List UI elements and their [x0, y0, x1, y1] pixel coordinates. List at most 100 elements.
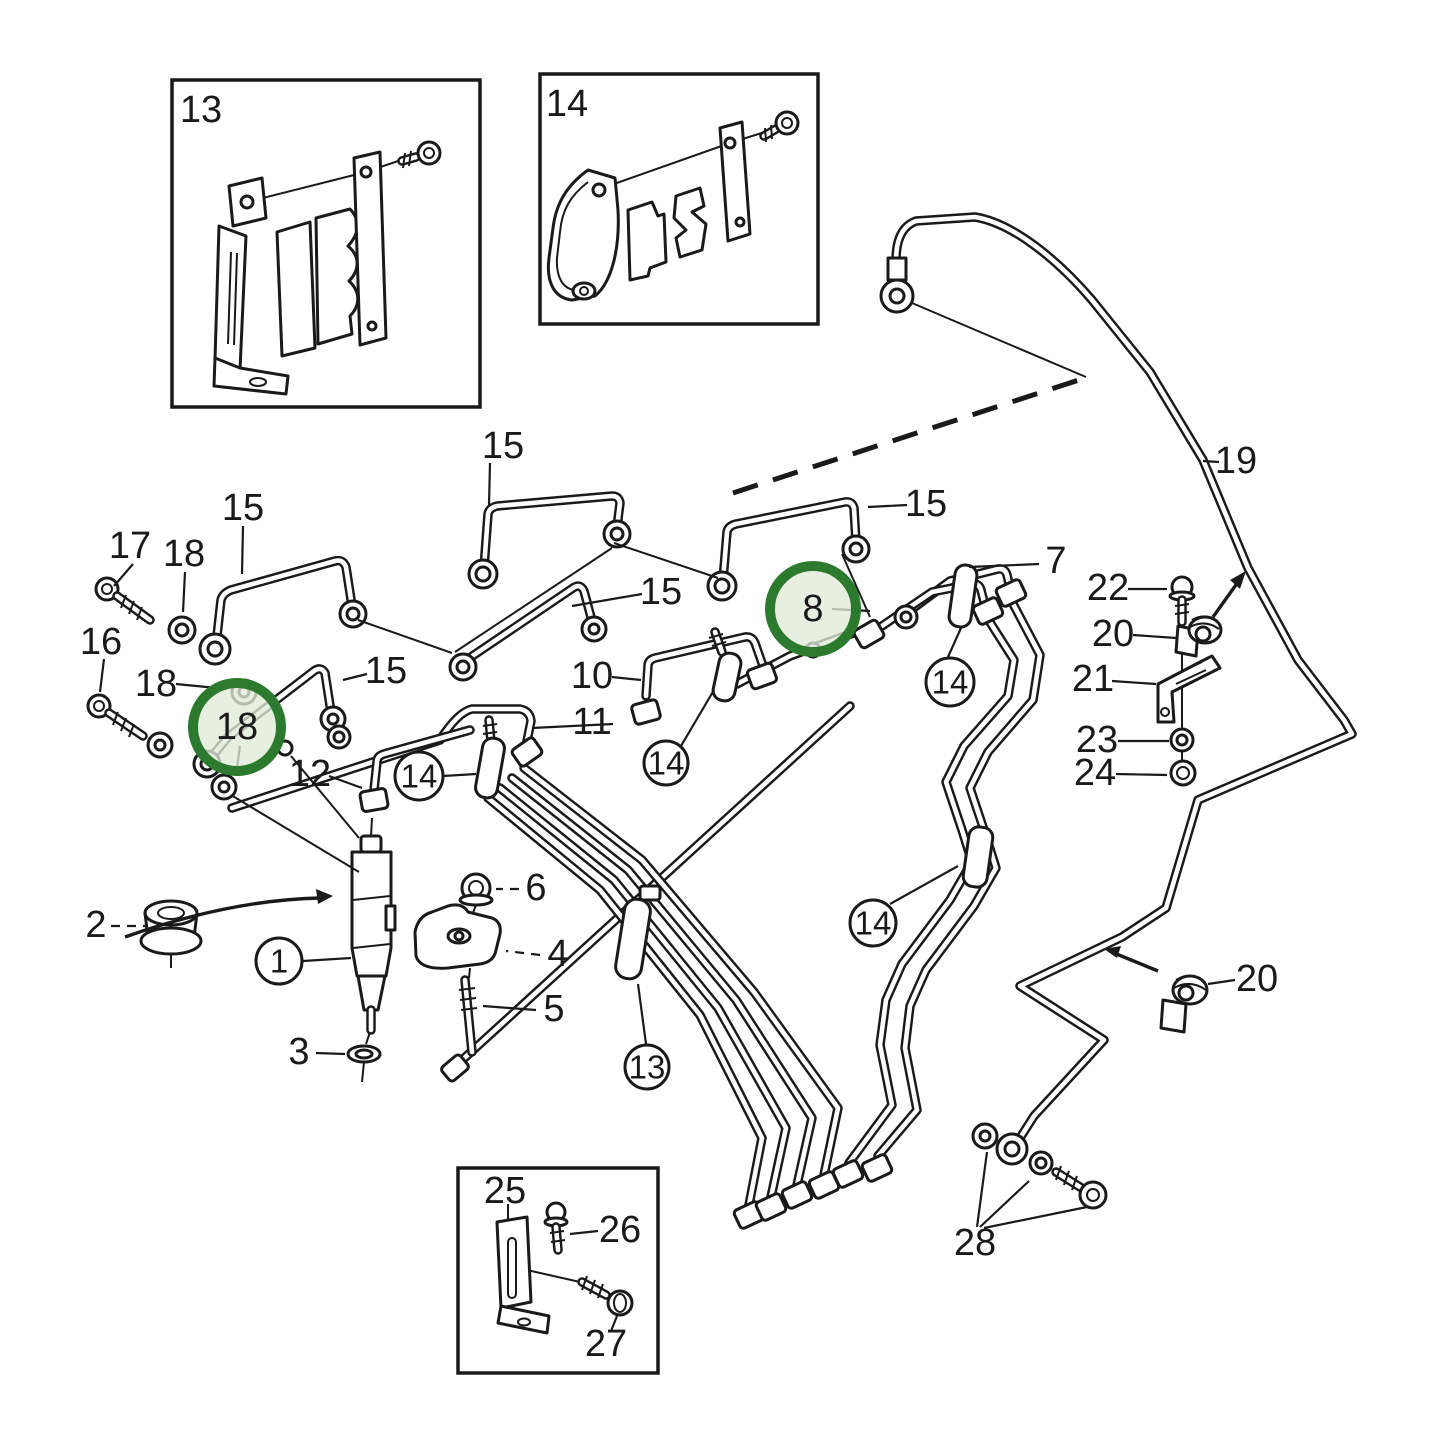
line-art — [1194, 625, 1212, 643]
pipe-end-nut — [780, 1180, 814, 1210]
line-art — [1086, 1188, 1100, 1202]
bolt-16-shaft — [106, 710, 146, 739]
inset-box-13 — [170, 78, 482, 409]
line-art — [487, 462, 492, 506]
line-art — [505, 949, 541, 957]
line-art — [402, 152, 406, 169]
curved-arrow — [124, 896, 321, 939]
part-label-28: 28 — [954, 1222, 996, 1264]
line-art — [510, 736, 544, 768]
line-art — [1055, 1165, 1062, 1181]
part-number-text: 14 — [401, 758, 438, 795]
part-number-text: 14 — [932, 664, 969, 701]
injector-side-tab — [384, 904, 397, 932]
direction-arrow — [1211, 581, 1240, 618]
line-art — [831, 1159, 865, 1189]
line-art — [860, 1153, 894, 1183]
return-pipe-19 — [879, 212, 1357, 1143]
part-number-text: 12 — [289, 753, 331, 795]
part-label-5: 5 — [543, 988, 564, 1030]
assembly-axis-line — [596, 142, 731, 191]
line-art — [370, 817, 373, 837]
line-art — [454, 547, 613, 653]
line-art — [1115, 772, 1168, 777]
pipe-nut — [994, 578, 1028, 608]
line-art — [711, 641, 727, 647]
line-art — [474, 565, 492, 583]
part-number-text: 18 — [216, 706, 258, 748]
part-label-27: 27 — [585, 1323, 627, 1365]
line-art — [408, 150, 412, 167]
line-art — [613, 1293, 627, 1313]
part-number-text: 18 — [135, 663, 177, 705]
part-number-text: 14 — [855, 905, 892, 942]
pipes-10-11-12 — [227, 632, 855, 1210]
part-number-text: 2 — [85, 904, 106, 946]
line-art — [609, 1315, 619, 1332]
bracket-21 — [1156, 654, 1222, 724]
line-art — [482, 731, 498, 735]
line-art — [328, 774, 363, 790]
line-art — [979, 1180, 1030, 1228]
bracket-slot — [227, 251, 238, 346]
line-art — [358, 787, 390, 813]
pipe-diagonal — [457, 703, 853, 1065]
arrowhead — [1230, 571, 1246, 589]
part-number-text: 10 — [571, 655, 613, 697]
line-art — [1132, 633, 1177, 640]
l-bracket-foot-hole — [517, 1317, 531, 1327]
flat-bar-hole — [734, 216, 746, 228]
line-art — [1177, 984, 1195, 1002]
part-label-20: 20 — [1092, 613, 1134, 655]
pipe-nut — [745, 661, 779, 691]
part-label-14: 14 — [642, 739, 690, 787]
rubber-block — [626, 200, 668, 282]
line-art — [611, 675, 642, 682]
callout-circle — [254, 936, 304, 986]
pipe-clamps — [474, 563, 995, 981]
banjo-bolt-28-head — [1078, 1180, 1108, 1210]
bundle-pipe-3 — [509, 775, 815, 1188]
part-label-13: 13 — [180, 89, 222, 131]
part-number-text: 25 — [484, 1170, 526, 1212]
line-art — [770, 124, 773, 140]
part-number-text: 26 — [599, 1209, 641, 1251]
pipe-15-a — [213, 558, 355, 648]
part-number-text: 5 — [543, 988, 564, 1030]
part-number-text: 28 — [954, 1222, 996, 1264]
line-art — [613, 542, 719, 579]
part-label-24: 24 — [1074, 752, 1116, 794]
pipe-clamp-e — [711, 651, 743, 703]
part-number-text: 4 — [547, 933, 568, 975]
line-art — [1175, 733, 1189, 747]
part-label-13: 13 — [623, 1043, 671, 1091]
part-number-text: 20 — [1092, 613, 1134, 655]
line-art — [98, 658, 106, 693]
dashed-reference-line — [732, 374, 1089, 496]
pipe-clamp-b — [947, 563, 979, 629]
line-art — [978, 1129, 992, 1143]
part-label-20: 20 — [1236, 958, 1278, 1000]
line-art — [128, 723, 135, 738]
part-label-12: 12 — [289, 753, 331, 795]
line-art — [315, 1051, 346, 1056]
line-art — [961, 825, 995, 889]
injector-inlet-nut — [359, 834, 383, 854]
pipe-zigzag-2 — [875, 595, 1043, 1159]
line-art — [1111, 679, 1157, 686]
part-label-18: 18 — [135, 663, 177, 705]
direction-arrow — [1113, 951, 1159, 973]
highlighted-part-label-8: 8 — [765, 561, 861, 657]
injector-nozzle — [356, 974, 387, 1012]
line-art — [630, 698, 662, 726]
line-art — [947, 563, 979, 629]
clamp-20-tab — [1159, 998, 1188, 1034]
pipe-clamp-c — [961, 825, 995, 889]
part-label-3: 3 — [288, 1031, 309, 1073]
green-highlight-circle — [188, 678, 286, 776]
part-number-text: 27 — [585, 1323, 627, 1365]
line-art — [128, 600, 135, 615]
line-art — [971, 596, 1005, 626]
line-art — [217, 780, 231, 794]
